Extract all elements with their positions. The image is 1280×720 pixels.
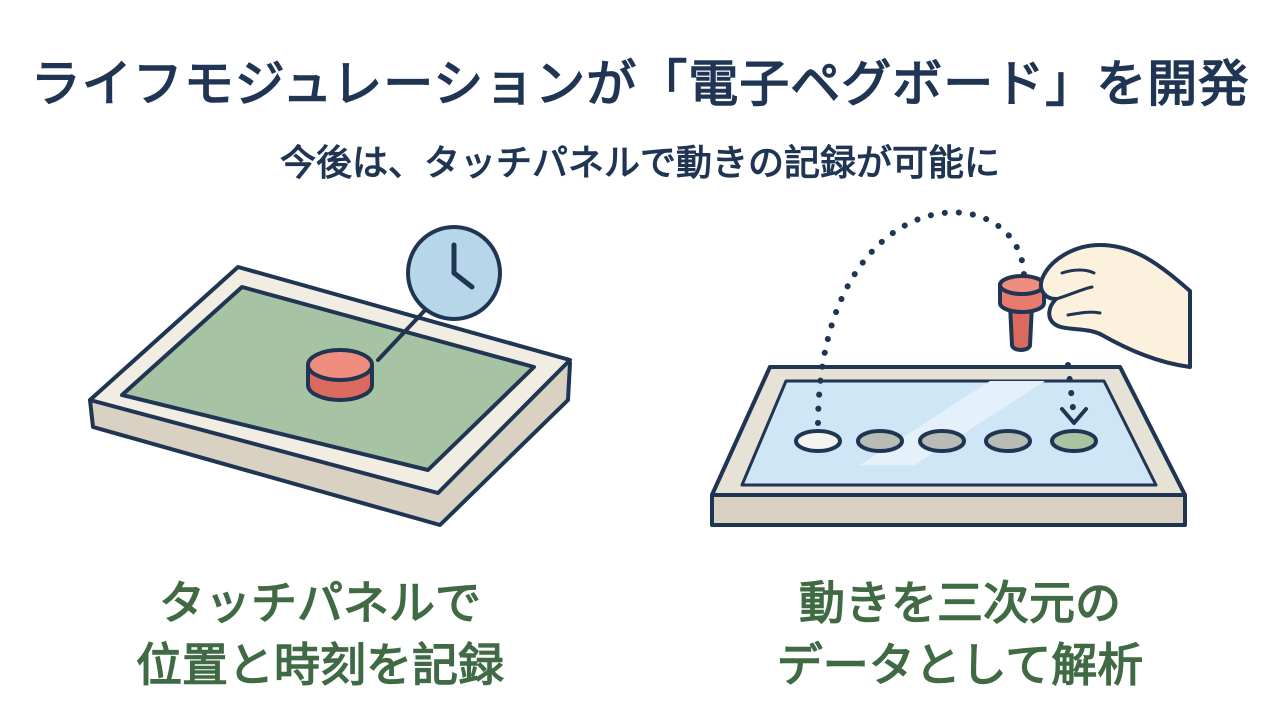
left-caption-line1: タッチパネルで [159,576,481,630]
peg-icon [306,348,374,402]
right-caption-line1: 動きを三次元の [799,576,1121,630]
dotted-arc-icon [815,209,1088,426]
left-illustration [88,225,572,527]
right-caption: 動きを三次元の データとして解析 [680,572,1240,696]
hand-icon [1039,243,1192,369]
left-caption: タッチパネルで 位置と時刻を記録 [40,572,600,696]
clock-icon [406,225,502,321]
left-caption-line2: 位置と時刻を記録 [136,638,504,692]
right-illustration [710,209,1192,527]
page-subtitle: 今後は、タッチパネルで動きの記録が可能に [279,143,1000,184]
peg-icon [998,274,1046,352]
right-caption-line2: データとして解析 [776,638,1144,692]
peg-holes [794,429,1098,453]
page-title: ライフモジュレーションが「電子ペグボード」を開発 [30,55,1250,113]
